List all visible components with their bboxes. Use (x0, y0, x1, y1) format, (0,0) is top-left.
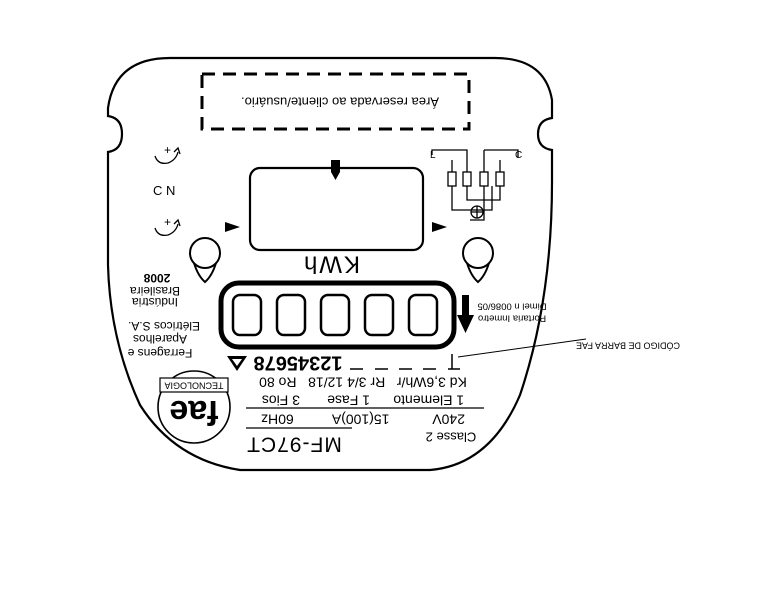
mounting-hole-left (189, 237, 221, 284)
brand-logo (157, 370, 231, 444)
display-pointer-icon (331, 160, 340, 180)
dial-note-1: Dimel n 0086/05 (477, 300, 546, 311)
register-digit-window (363, 293, 395, 337)
wiring-diagram (431, 149, 519, 221)
dial-note-2: Portaria Inmetro (478, 312, 546, 323)
register-frame (218, 280, 457, 350)
barcode-dashes (350, 354, 460, 370)
wiring-label-right: C (515, 150, 522, 161)
register-digits (231, 293, 439, 337)
wiring-label-left: L (430, 150, 436, 161)
rotation-arrow-icon-bottom (154, 218, 181, 236)
mounting-hole-right (462, 237, 494, 284)
cn-label: C N (153, 183, 175, 198)
barcode-leader-line (457, 338, 587, 358)
plus-sign-bottom: + (164, 215, 171, 229)
manufacturer-line-4: Aparelhos (133, 332, 187, 346)
spec-line-2: 1 Elemento 1 Fase 3 Fios (262, 392, 464, 408)
plus-sign-top: + (164, 143, 171, 157)
register-digit-window (275, 293, 307, 337)
brand-subtitle: TECNOLOGIA (164, 381, 223, 391)
register-digit-window (319, 293, 351, 337)
down-arrow-icon (457, 295, 474, 333)
spec-line-1: Kd 3,6Wh/r Rr 3/4 12/18 Ro 80 (259, 374, 467, 390)
reserved-area-box (200, 72, 471, 131)
register-digit-window (231, 293, 263, 337)
unit-label: KWh (302, 251, 360, 278)
left-pointer-icon (225, 222, 240, 232)
model-number: MF-97CT (246, 432, 342, 455)
year-label: 2008 (143, 271, 170, 285)
faceplate-outline (106, 56, 554, 472)
display-window (248, 166, 425, 252)
reserved-area-text: Área reservada ao cliente/usuário. (241, 95, 439, 110)
brand-name: fae (169, 393, 218, 431)
manufacturer-line-1: Indústria (132, 295, 178, 309)
manufacturer-line-2: Brasileira (130, 284, 180, 298)
warning-triangle-icon (227, 356, 247, 371)
class-label: Classe 2 (426, 430, 477, 445)
barcode-label: CÓDIGO DE BARRA FAE (576, 341, 680, 351)
right-pointer-icon (432, 222, 447, 232)
manufacturer-line-5: Ferragens e (127, 346, 192, 360)
register-digit-window (407, 293, 439, 337)
serial-number: 12345678 (254, 352, 343, 374)
rotation-arrow-icon-top (154, 146, 181, 164)
spec-line-3: 240V 15(100)A 60Hz (261, 411, 465, 427)
manufacturer-line-3: Elétricos S.A. (128, 319, 200, 333)
